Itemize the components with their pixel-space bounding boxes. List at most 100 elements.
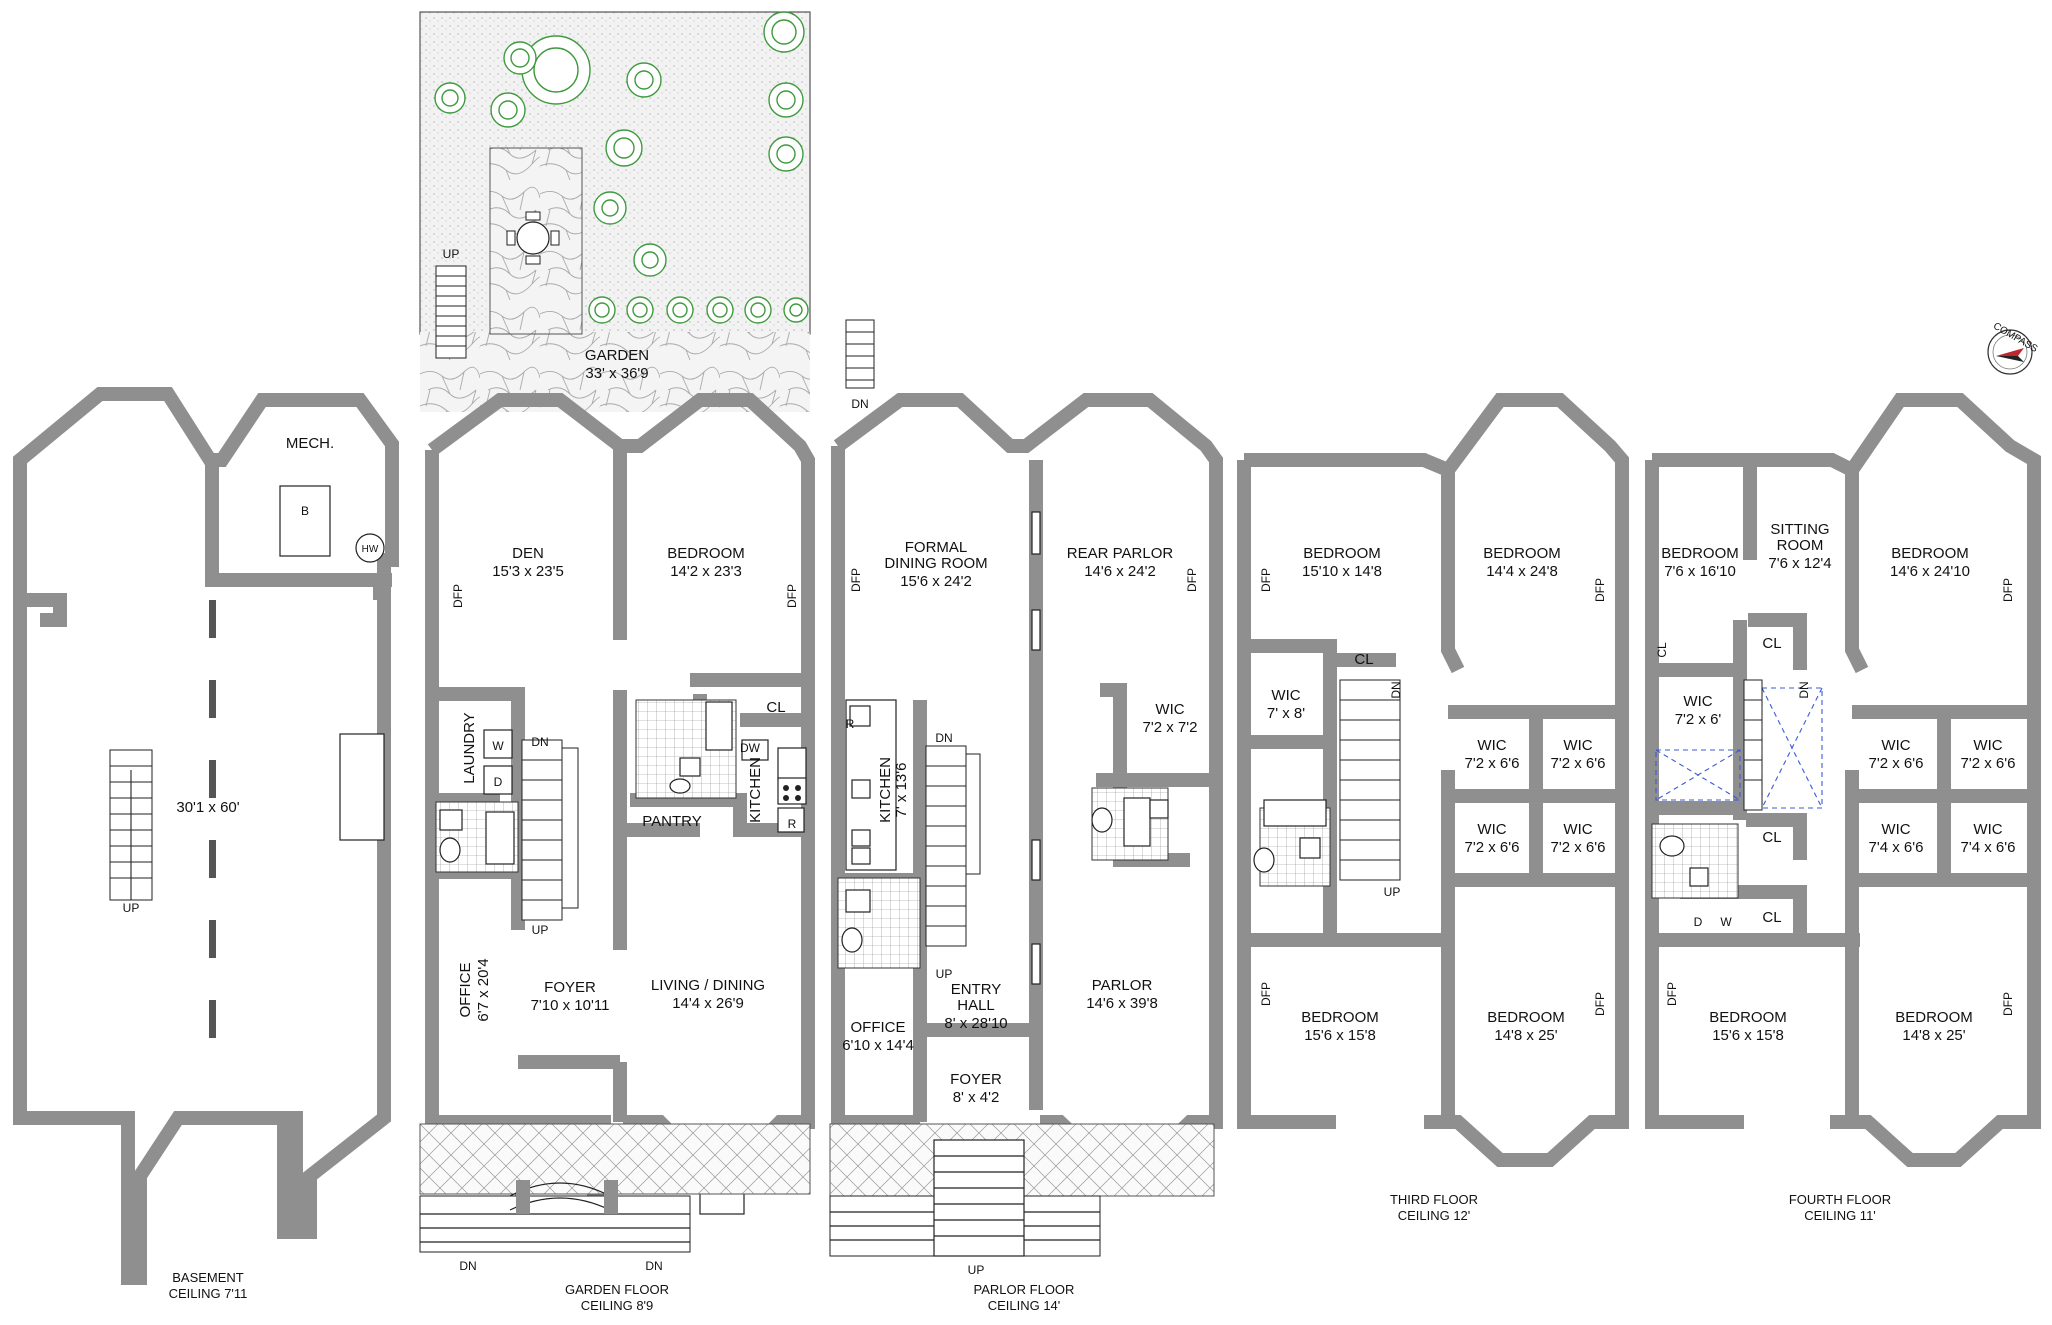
skylight-outline (1655, 687, 1823, 809)
parlor-wic-dim: 7'2 x 7'2 (1143, 719, 1198, 736)
garden-fridge-label: R (788, 817, 797, 831)
t-stair-dn: DN (1389, 681, 1403, 698)
dishwasher-label: DW (740, 741, 761, 755)
parlor-floor-name: PARLOR FLOOR (974, 1282, 1075, 1297)
dryer-label: D (494, 775, 503, 789)
f-bed-front-l-name: BEDROOM (1709, 1009, 1787, 1026)
entry-hall-dim: 8' x 28'10 (944, 1015, 1007, 1032)
t-wic-3-dim: 7'2 x 6'6 (1465, 839, 1520, 856)
den-dim: 15'3 x 23'5 (492, 563, 564, 580)
fourth-floor-ceiling: CEILING 11' (1804, 1208, 1876, 1223)
f-bed-rear-r-dim: 14'6 x 24'10 (1890, 563, 1970, 580)
f-closet-1: CL (1762, 635, 1781, 652)
garden-office-dim: 6'7 x 20'4 (475, 958, 492, 1021)
garden-foyer-name: FOYER (544, 979, 596, 996)
basement-floor-name: BASEMENT (172, 1270, 244, 1285)
yard-stairs (435, 265, 467, 359)
f-dfp-3: DFP (2001, 992, 2015, 1016)
f-wic-1-name: WIC (1881, 737, 1910, 754)
garden-bedroom-dim: 14'2 x 23'3 (670, 563, 742, 580)
t-bed-front-l-dim: 15'6 x 15'8 (1304, 1027, 1376, 1044)
garden-kitchen-label: KITCHEN (747, 757, 764, 823)
t-bed-front-l-name: BEDROOM (1301, 1009, 1379, 1026)
parlor-rear-dn-mark: DN (851, 397, 868, 411)
patio-table (516, 221, 550, 255)
garden-name: GARDEN (585, 347, 649, 364)
t-closet: CL (1354, 651, 1373, 668)
entry-hall-name: ENTRY (951, 981, 1002, 998)
garden-stair-up-mark: UP (532, 923, 549, 937)
f-wic-3-name: WIC (1881, 821, 1910, 838)
parlor-rear-stairs (845, 319, 875, 389)
f-dfp-1: DFP (2001, 578, 2015, 602)
t-wic-4-name: WIC (1563, 821, 1592, 838)
garden-stair-dn-mark: DN (531, 735, 548, 749)
basement-floor: B HW MECH. UP 30'1 x 60' BASEMENT CEILIN… (13, 387, 399, 1301)
f-bed-rear-r-name: BEDROOM (1891, 545, 1969, 562)
entry-hall-name2: HALL (957, 997, 995, 1014)
boiler-label: B (301, 504, 309, 518)
t-bed-rear-r-name: BEDROOM (1483, 545, 1561, 562)
dining-dfp-mark: DFP (849, 568, 863, 592)
t-bed-front-r-dim: 14'8 x 25' (1494, 1027, 1557, 1044)
basement-dim: 30'1 x 60' (176, 799, 239, 816)
f-bed-front-l-dim: 15'6 x 15'8 (1712, 1027, 1784, 1044)
f-wic-l-name: WIC (1683, 693, 1712, 710)
rear-parlor-dfp-mark: DFP (1185, 568, 1199, 592)
garden-office-name: OFFICE (457, 963, 474, 1018)
fourth-floor-name: FOURTH FLOOR (1789, 1192, 1891, 1207)
parlor-wic-name: WIC (1155, 701, 1184, 718)
garden-closet-label: CL (766, 699, 785, 716)
yard-stair-up-mark: UP (443, 247, 460, 261)
garden-floor-name: GARDEN FLOOR (565, 1282, 669, 1297)
t-dfp-4: DFP (1593, 992, 1607, 1016)
t-bed-rear-r-dim: 14'4 x 24'8 (1486, 563, 1558, 580)
t-dfp-1: DFP (1259, 568, 1273, 592)
garden-foyer-dim: 7'10 x 10'11 (531, 997, 610, 1014)
f-dryer: D (1694, 915, 1703, 929)
f-sitting-name2: ROOM (1777, 537, 1824, 554)
washer-label: W (492, 739, 504, 753)
f-dfp-2: DFP (1665, 982, 1679, 1006)
rear-parlor-name: REAR PARLOR (1067, 545, 1174, 562)
f-wic-l-dim: 7'2 x 6' (1675, 711, 1722, 728)
f-closet-4: CL (1762, 909, 1781, 926)
f-closet-2: CL (1655, 642, 1669, 658)
boiler (279, 485, 331, 557)
garden-floor: DN UP DEN 15'3 x 23'5 BEDROOM 14'2 x 23'… (419, 393, 815, 1313)
rear-yard: UP GARDEN 33' x 36'9 (419, 11, 811, 412)
third-floor: BEDROOM 15'10 x 14'8 BEDROOM 14'4 x 24'8… (1237, 393, 1629, 1223)
parlor-foyer-dim: 8' x 4'2 (953, 1089, 1000, 1106)
fourth-floor: BEDROOM 7'6 x 16'10 SITTING ROOM 7'6 x 1… (1645, 393, 2041, 1223)
t-bed-rear-l-dim: 15'10 x 14'8 (1302, 563, 1382, 580)
laundry-label: LAUNDRY (461, 712, 478, 783)
f-stair-dn: DN (1797, 681, 1811, 698)
parlor-office-name: OFFICE (851, 1019, 906, 1036)
parlor-dim: 14'6 x 39'8 (1086, 995, 1158, 1012)
garden-floor-ceiling: CEILING 8'9 (581, 1298, 654, 1313)
parlor-stoop-up-mark: UP (968, 1263, 985, 1277)
t-dfp-3: DFP (1259, 982, 1273, 1006)
basement-stairs (109, 749, 153, 901)
f-bed-rear-l-dim: 7'6 x 16'10 (1664, 563, 1736, 580)
f-wic-4-name: WIC (1973, 821, 2002, 838)
hot-water-heater (355, 533, 385, 563)
f-wic-4-dim: 7'4 x 6'6 (1961, 839, 2016, 856)
formal-dining-name2: DINING ROOM (884, 555, 987, 572)
tree-icon (434, 11, 809, 324)
formal-dining-name: FORMAL (905, 539, 968, 556)
t-wic-2-name: WIC (1563, 737, 1592, 754)
fourth-floor-stairs (1743, 679, 1763, 811)
f-bed-rear-l-name: BEDROOM (1661, 545, 1739, 562)
formal-dining-dim: 15'6 x 24'2 (900, 573, 972, 590)
living-name: LIVING / DINING (651, 977, 765, 994)
garden-bedroom-dfp-mark: DFP (785, 584, 799, 608)
hw-label: HW (362, 544, 379, 555)
garden-bedroom-name: BEDROOM (667, 545, 745, 562)
parlor-fridge-label: R (846, 717, 855, 731)
f-sitting-dim: 7'6 x 12'4 (1768, 555, 1831, 572)
pantry-label: PANTRY (642, 813, 701, 830)
f-bed-front-r-name: BEDROOM (1895, 1009, 1973, 1026)
den-dfp-mark: DFP (451, 584, 465, 608)
